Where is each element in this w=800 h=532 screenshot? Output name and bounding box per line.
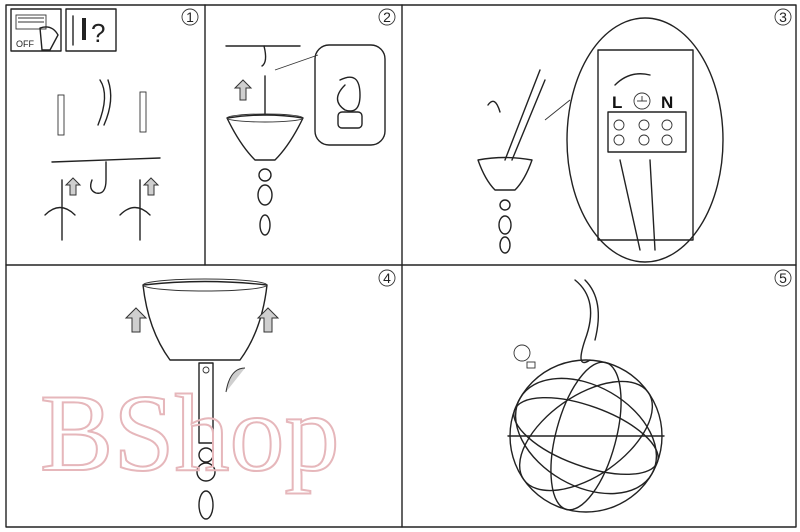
step-number-3: 3	[774, 8, 792, 26]
svg-text:OFF: OFF	[16, 39, 34, 49]
outer-frame	[5, 4, 797, 528]
step-number-1: 1	[181, 8, 199, 26]
ceiling-hook-mounting	[44, 79, 161, 241]
step-number-4: 4	[378, 269, 396, 287]
wire-sphere-lamp	[507, 279, 665, 513]
live-label: L	[612, 93, 622, 112]
canopy-hook-attach	[225, 44, 386, 236]
wiring-connection: L N	[477, 17, 724, 263]
tools-question-icon: ?	[65, 8, 117, 52]
bulb-icon	[513, 344, 531, 362]
canopy-fastening	[124, 278, 280, 520]
step-number-5: 5	[774, 269, 792, 287]
neutral-label: N	[661, 93, 673, 112]
ground-symbol	[633, 92, 651, 110]
svg-text:?: ?	[91, 18, 105, 48]
svg-text:1: 1	[186, 9, 194, 25]
svg-text:2: 2	[383, 9, 391, 25]
terminal-screws	[613, 119, 673, 146]
power-off-icon: OFF	[10, 8, 62, 52]
watermark: BShop	[40, 372, 340, 494]
svg-text:4: 4	[383, 270, 391, 286]
svg-text:5: 5	[779, 270, 787, 286]
step-number-2: 2	[378, 8, 396, 26]
svg-text:3: 3	[779, 9, 787, 25]
